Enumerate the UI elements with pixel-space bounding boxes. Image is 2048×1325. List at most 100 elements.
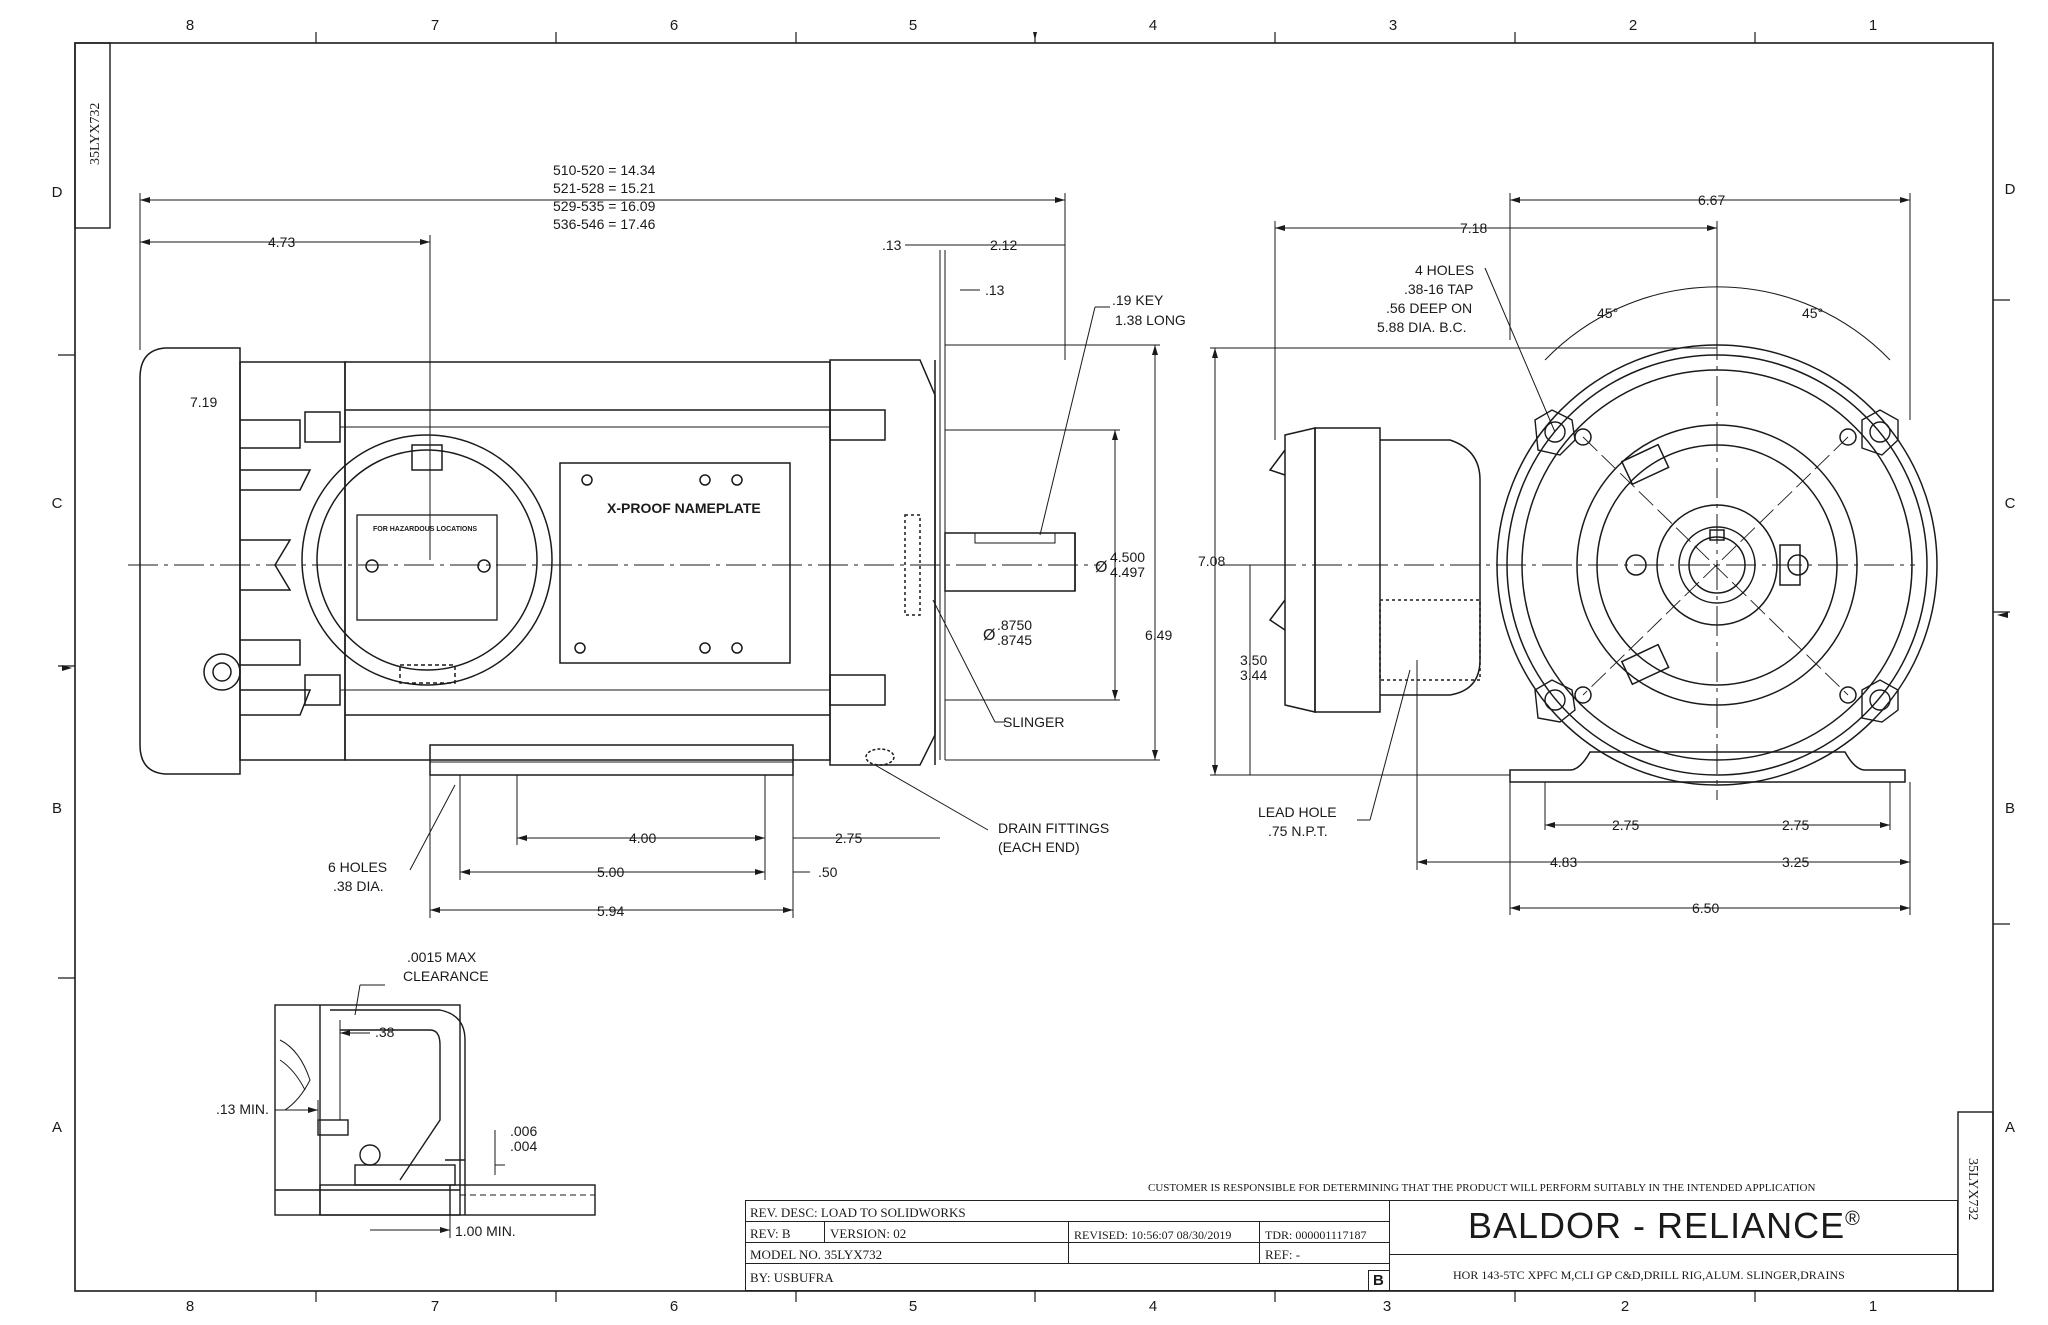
overall-length-row-3: 529-535 = 16.09 xyxy=(553,198,656,214)
title-cell-rev-letter xyxy=(1368,1270,1390,1291)
dim-6-50: 6.50 xyxy=(1692,900,1719,916)
zone-row-a-right: A xyxy=(2005,1119,2015,1136)
shaft-dia-max: 4.500 xyxy=(1110,549,1145,565)
dim-4-73: 4.73 xyxy=(268,234,295,250)
dim-3-44: 3.44 xyxy=(1240,667,1267,683)
brand-logo: BALDOR - RELIANCE® xyxy=(1468,1208,1861,1244)
angle-right: 45° xyxy=(1802,305,1823,321)
drawing-description: HOR 143-5TC XPFC M,CLI GP C&D,DRILL RIG,… xyxy=(1453,1268,1845,1282)
shaft-small-dia-min: .8745 xyxy=(997,632,1032,648)
dim-2-12: 2.12 xyxy=(990,237,1017,253)
dim-4-00: 4.00 xyxy=(629,830,656,846)
dim-7-18: 7.18 xyxy=(1460,220,1487,236)
version: VERSION: 02 xyxy=(830,1226,907,1241)
dim-1-00-min: 1.00 MIN. xyxy=(455,1223,516,1239)
holes-note-line-2: .38 DIA. xyxy=(333,878,384,894)
zone-row-a-left: A xyxy=(52,1119,62,1136)
dim-2-75-right: 2.75 xyxy=(1782,817,1809,833)
slinger-label: SLINGER xyxy=(1003,714,1064,730)
zone-col-1-top: 1 xyxy=(1869,17,1877,34)
drawn-by: BY: USBUFRA xyxy=(750,1270,834,1285)
brand-name: BALDOR - RELIANCE xyxy=(1468,1205,1846,1246)
holes-note-line-1: 6 HOLES xyxy=(328,859,387,875)
drain-note-line-2: (EACH END) xyxy=(998,839,1080,855)
zone-row-c-right: C xyxy=(2005,495,2016,512)
zone-col-7-top: 7 xyxy=(431,17,439,34)
lead-hole-line-1: LEAD HOLE xyxy=(1258,804,1337,820)
rev: REV: B xyxy=(750,1226,791,1241)
side-view xyxy=(128,250,1100,776)
part-number-top: 35LYX732 xyxy=(88,103,103,165)
clearance-note-line-2: CLEARANCE xyxy=(403,968,489,984)
part-number-bottom: 35LYX732 xyxy=(1965,1158,1980,1220)
angle-left: 45° xyxy=(1597,305,1618,321)
dim-38: .38 xyxy=(375,1024,395,1040)
side-view-dimensions xyxy=(139,193,1160,918)
ref: REF: - xyxy=(1265,1247,1301,1262)
dim-5-94: 5.94 xyxy=(597,903,624,919)
zone-col-2-bottom: 2 xyxy=(1621,1298,1629,1315)
zone-row-b-left: B xyxy=(52,800,62,817)
key-note-line-2: 1.38 LONG xyxy=(1115,312,1186,328)
detail-view-text: .0015 MAX CLEARANCE .38 .13 MIN. .006 .0… xyxy=(216,949,537,1239)
dim-7-08: 7.08 xyxy=(1198,553,1225,569)
dim-004: .004 xyxy=(510,1138,537,1154)
side-view-arrowheads xyxy=(140,197,1158,913)
zone-col-8-top: 8 xyxy=(186,17,194,34)
zone-labels: 8 7 6 5 4 3 2 1 8 7 6 5 4 3 2 1 D C B A … xyxy=(52,17,2016,1315)
lead-hole-line-2: .75 N.P.T. xyxy=(1268,823,1328,839)
dim-2-75-left: 2.75 xyxy=(1612,817,1639,833)
zone-ticks xyxy=(58,32,2010,1302)
end-view-text: 6.67 7.18 4 HOLES .38-16 TAP .56 DEEP ON… xyxy=(1198,192,1823,916)
detail-view-arrowheads xyxy=(308,1030,450,1233)
dim-50: .50 xyxy=(818,864,838,880)
shaft-dia-min: 4.497 xyxy=(1110,564,1145,580)
detail-view xyxy=(274,1004,596,1216)
part-number-box-top xyxy=(74,42,111,229)
overall-length-row-2: 521-528 = 15.21 xyxy=(553,180,656,196)
model-number: MODEL NO. 35LYX732 xyxy=(750,1247,883,1262)
rev-letter: B xyxy=(1373,1272,1384,1289)
tap-note-line-1: 4 HOLES xyxy=(1415,262,1474,278)
overall-length-row-4: 536-546 = 17.46 xyxy=(553,216,656,232)
zone-col-2-top: 2 xyxy=(1629,17,1637,34)
dim-2-75: 2.75 xyxy=(835,830,862,846)
overall-length-row-1: 510-520 = 14.34 xyxy=(553,162,656,178)
zone-arrows xyxy=(62,32,2008,671)
hazard-label: FOR HAZARDOUS LOCATIONS xyxy=(373,526,477,533)
part-number-box-bottom xyxy=(1957,1111,1994,1292)
drain-note-line-1: DRAIN FITTINGS xyxy=(998,820,1109,836)
zone-col-3-bottom: 3 xyxy=(1383,1298,1391,1315)
title-brand-row xyxy=(1389,1200,1958,1255)
dim-13-top: .13 xyxy=(882,237,902,253)
dim-4-83: 4.83 xyxy=(1550,854,1577,870)
zone-col-1-bottom: 1 xyxy=(1869,1298,1877,1315)
rev-desc: REV. DESC: LOAD TO SOLIDWORKS xyxy=(750,1205,966,1220)
side-view-text: 510-520 = 14.34 521-528 = 15.21 529-535 … xyxy=(190,162,1186,919)
end-view xyxy=(1220,286,1938,800)
zone-col-8-bottom: 8 xyxy=(186,1298,194,1315)
zone-col-4-top: 4 xyxy=(1149,17,1157,34)
dim-7-19: 7.19 xyxy=(190,394,217,410)
key-note-line-1: .19 KEY xyxy=(1112,292,1164,308)
zone-col-6-top: 6 xyxy=(670,17,678,34)
zone-col-5-top: 5 xyxy=(909,17,917,34)
clearance-note-line-1: .0015 MAX xyxy=(407,949,477,965)
zone-col-5-bottom: 5 xyxy=(909,1298,917,1315)
tap-note-line-3: .56 DEEP ON xyxy=(1386,300,1472,316)
end-view-dimensions xyxy=(1210,193,1911,915)
zone-col-7-bottom: 7 xyxy=(431,1298,439,1315)
revised: REVISED: 10:56:07 08/30/2019 xyxy=(1074,1228,1232,1242)
zone-col-3-top: 3 xyxy=(1389,17,1397,34)
dim-6-67: 6.67 xyxy=(1698,192,1725,208)
zone-row-d-right: D xyxy=(2005,181,2016,198)
shaft-small-dia-symbol: Ø xyxy=(983,627,995,644)
title-cell-revised xyxy=(1068,1221,1260,1264)
shaft-small-dia-max: .8750 xyxy=(997,617,1032,633)
zone-row-c-left: C xyxy=(52,495,63,512)
tap-note-line-2: .38-16 TAP xyxy=(1404,281,1474,297)
dim-006: .006 xyxy=(510,1123,537,1139)
dim-13-min: .13 MIN. xyxy=(216,1101,269,1117)
tdr: TDR: 000001117187 xyxy=(1265,1228,1367,1242)
